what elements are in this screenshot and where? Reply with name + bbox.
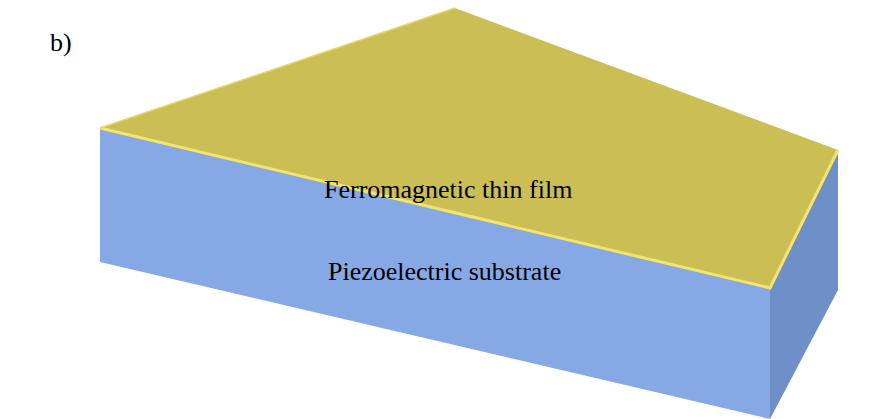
panel-letter: b) — [50, 28, 72, 58]
film-edge — [100, 128, 838, 288]
film-back-edge — [100, 8, 455, 128]
layer-name: Piezoelectric substrate — [328, 257, 561, 287]
film-top-face — [100, 8, 838, 288]
layer-name: Ferromagnetic thin film — [324, 175, 572, 205]
substrate-layer-label: Piezoelectric substrate — [322, 255, 567, 289]
film-layer-label: Ferromagnetic thin film — [318, 173, 578, 207]
